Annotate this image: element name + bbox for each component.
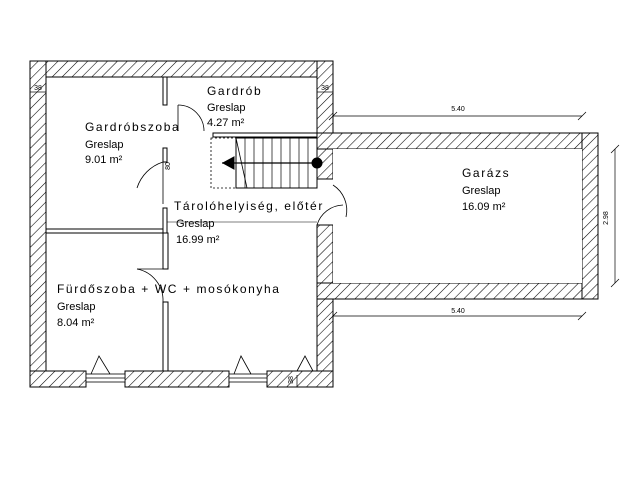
room-floor-gardrobszoba: Greslap [85, 139, 124, 151]
wall-left [29, 60, 47, 388]
room-area-furdo: 8.04 m² [57, 317, 95, 329]
room-area-gardrobszoba: 9.01 m² [85, 154, 123, 166]
dimension-lines [30, 91, 620, 387]
dim-label-wall-tl: 38 [34, 85, 42, 92]
window-bottom-right-swing [233, 355, 252, 375]
stair-start-dot-icon [311, 157, 323, 169]
window-right-swing [296, 355, 314, 372]
partition-bath-vert [162, 301, 169, 372]
dim-label-garage-top: 5.40 [451, 106, 465, 113]
door-gardrob-swing [177, 104, 205, 132]
room-name-garazs: Garázs [462, 166, 510, 180]
window-bottom-left-swing [90, 355, 111, 375]
dim-tick [577, 111, 587, 121]
wall-bottom-b [124, 370, 230, 388]
house-walls [29, 60, 334, 388]
garage-wall-left-stub2 [316, 224, 334, 284]
door-garage-swing2 [316, 204, 344, 226]
partition-left-vert [162, 207, 168, 234]
dim-label-wall-br: 38 [288, 376, 295, 384]
room-name-furdo: Fürdőszoba + WC + mosókonyha [57, 282, 281, 296]
wall-top [29, 60, 334, 78]
stair-diagonal [235, 137, 248, 189]
dim-label-garage-side: 2.98 [603, 211, 610, 225]
door-bath-swing [136, 268, 164, 303]
partition-gardrob-horiz [212, 132, 318, 138]
room-name-gardrob: Gardrób [207, 84, 262, 98]
partitions [45, 76, 318, 372]
dim-label-wall-tr: 38 [321, 85, 329, 92]
room-area-tarolo: 16.99 m² [176, 234, 220, 246]
garage-interior [333, 149, 582, 283]
wall-bottom-a [29, 370, 87, 388]
partition-gardrob-vert [162, 76, 168, 106]
room-floor-tarolo: Greslap [176, 218, 215, 230]
room-area-garazs: 16.09 m² [462, 201, 506, 213]
dim-tick [610, 278, 620, 288]
stair-arrow-icon [221, 156, 235, 170]
dim-label-garage-bottom: 5.40 [451, 308, 465, 315]
dim-tick [328, 311, 338, 321]
wall-right-upper [316, 60, 334, 134]
wall-bottom-c [266, 370, 334, 388]
dim-tick [328, 111, 338, 121]
dim-tick [577, 311, 587, 321]
dim-label-door-small: 80 [165, 162, 172, 170]
door-garage-swing [332, 184, 348, 218]
doors [85, 104, 348, 383]
room-floor-garazs: Greslap [462, 185, 501, 197]
partition-gardrob-vert2 [162, 147, 168, 163]
garage-wall-top [316, 132, 599, 150]
room-floor-furdo: Greslap [57, 301, 96, 313]
garage-wall-right [581, 132, 599, 300]
room-area-gardrob: 4.27 m² [207, 117, 245, 129]
dim-tick [610, 144, 620, 154]
garage-wall-bottom [316, 282, 599, 300]
staircase [210, 137, 323, 189]
partition-bath-vert-top [162, 232, 169, 270]
room-name-tarolo: Tárolóhelyiség, előtér [174, 199, 324, 213]
partition-gardrobszoba-horiz [45, 228, 164, 234]
stair-landing-dotted [210, 137, 237, 189]
door-gardrobszoba-swing [136, 161, 164, 189]
room-name-gardrobszoba: Gardróbszoba [85, 120, 180, 134]
room-floor-gardrob: Greslap [207, 102, 246, 114]
